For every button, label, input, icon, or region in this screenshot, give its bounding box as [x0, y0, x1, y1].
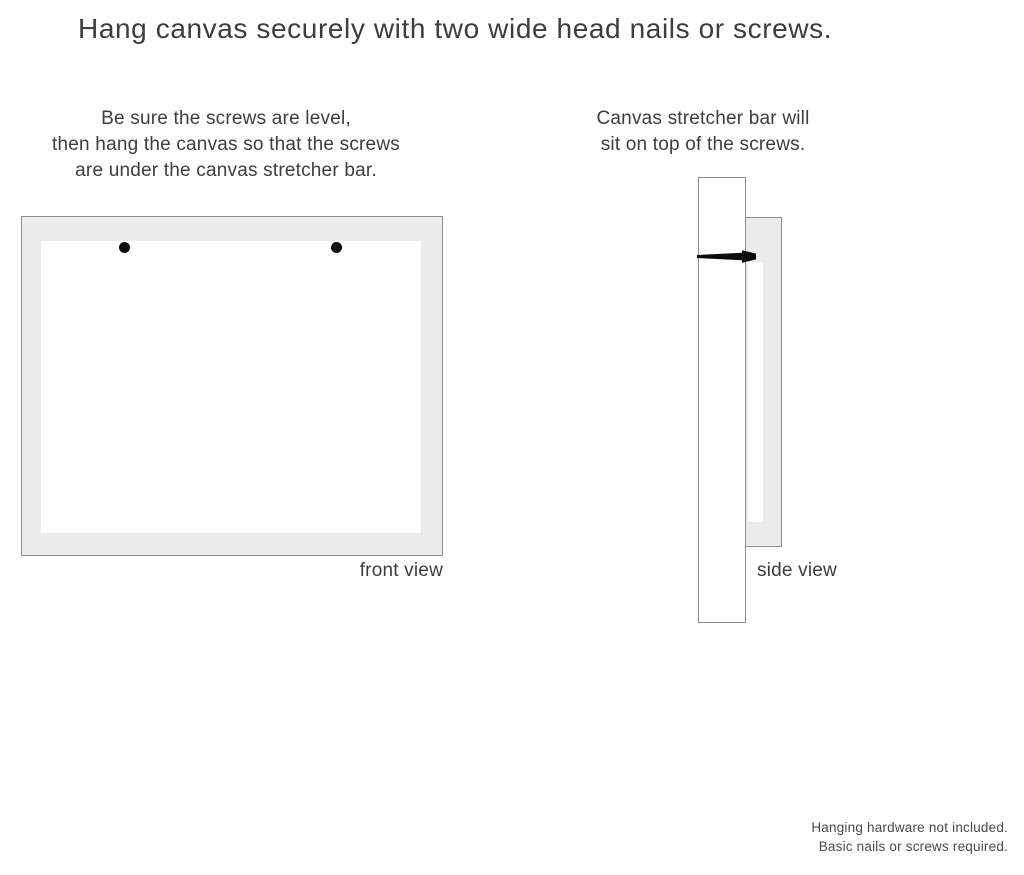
canvas-side-inner-face [748, 262, 763, 522]
instruction-line: then hang the canvas so that the screws [52, 134, 400, 155]
front-view-instruction-text: Be sure the screws are level, then hang … [21, 106, 431, 184]
side-view-instruction-text: Canvas stretcher bar will sit on top of … [583, 106, 823, 158]
page-title: Hang canvas securely with two wide head … [78, 13, 833, 44]
instruction-line: are under the canvas stretcher bar. [75, 160, 377, 181]
front-view-label: front view [359, 560, 443, 581]
instruction-line: Be sure the screws are level, [101, 108, 351, 129]
instruction-line: Canvas stretcher bar will [596, 108, 810, 129]
right-nail-head-icon [331, 242, 342, 253]
footnote-line: Hanging hardware not included. [811, 820, 1008, 835]
left-nail-head-icon [119, 242, 130, 253]
canvas-stretcher-bar [698, 177, 746, 623]
side-view-diagram [660, 177, 880, 623]
side-view-label: side view [757, 560, 837, 581]
footnote-line: Basic nails or screws required. [818, 839, 1008, 854]
side-nail-icon [697, 250, 756, 263]
front-view-diagram [21, 216, 443, 556]
hardware-footnote: Hanging hardware not included. Basic nai… [608, 818, 1008, 856]
instruction-line: sit on top of the screws. [600, 134, 806, 155]
canvas-side-profile [745, 217, 782, 547]
canvas-front-face [41, 241, 421, 533]
